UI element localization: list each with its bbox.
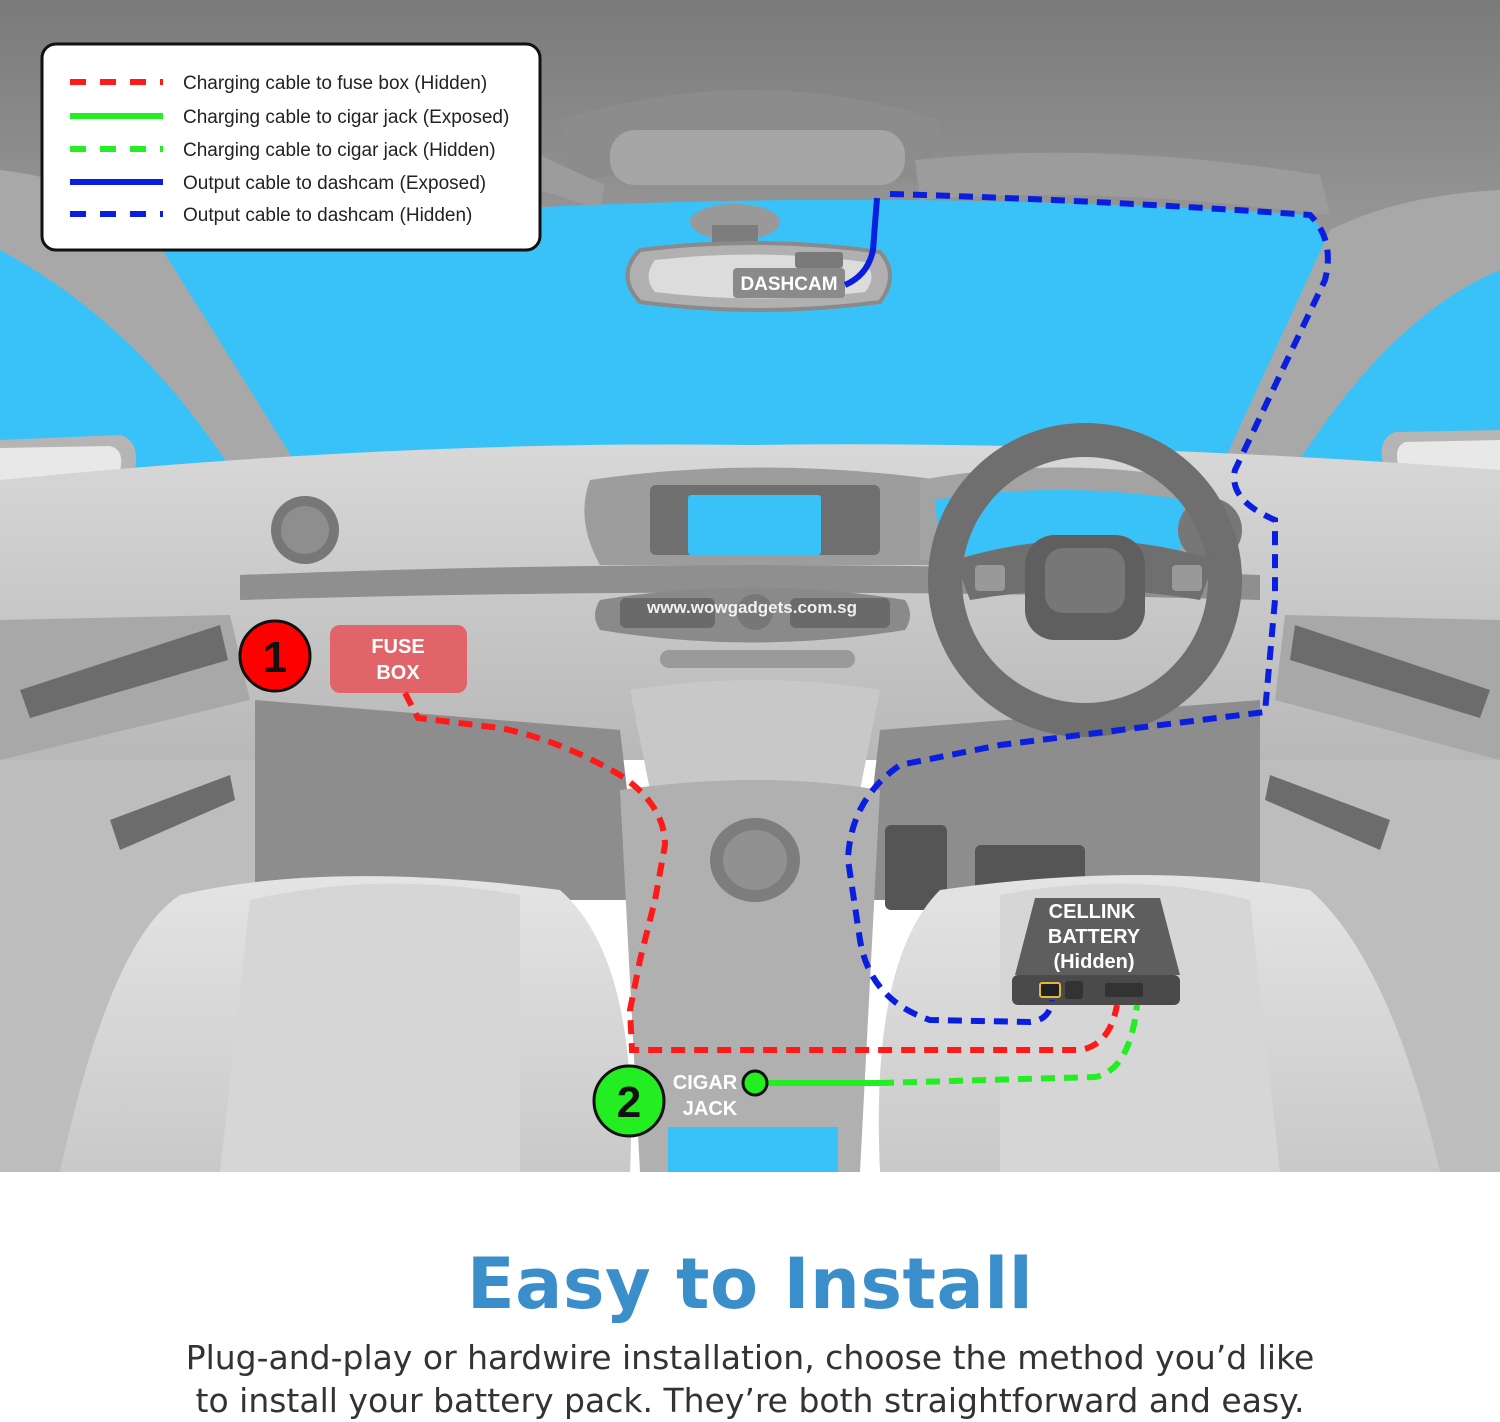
center-console-upper — [630, 680, 880, 790]
cigar-jack-label-line1: CIGAR — [673, 1072, 738, 1094]
center-vent-left — [620, 598, 715, 628]
cable-dashcam-exposed — [843, 197, 880, 288]
right-side-window — [1290, 250, 1500, 470]
left-seat-center — [220, 883, 520, 1172]
right-door-vent — [1290, 625, 1490, 718]
dashcam-device — [733, 268, 845, 298]
sun-visor-right — [915, 152, 1330, 215]
battery-label-line2: BATTERY — [1048, 926, 1141, 948]
left-door-vent — [20, 625, 228, 718]
battery-label-line1: CELLINK — [1049, 901, 1136, 923]
center-console — [620, 780, 880, 1172]
footer: Easy to Install Plug-and-play or hardwir… — [0, 1172, 1500, 1422]
airbag-cover — [1045, 548, 1125, 613]
page-description: Plug-and-play or hardwire installation, … — [100, 1336, 1400, 1422]
fuse-box-label-line1: FUSE — [371, 636, 424, 658]
fuse-box — [330, 625, 467, 693]
windshield — [129, 199, 1328, 480]
legend-label-5: Output cable to dashcam (Hidden) — [183, 205, 472, 226]
car-installation-diagram: DASHCAM www.wowgadgets.com.sg — [0, 0, 1500, 1172]
center-vent-right — [790, 598, 890, 628]
legend-label-4: Output cable to dashcam (Exposed) — [183, 173, 486, 194]
left-footwell — [255, 700, 640, 900]
cable-fuse-box-hidden — [402, 691, 1120, 1053]
cable-cigar-jack-hidden — [879, 1004, 1140, 1086]
right-door-handle — [1265, 775, 1390, 850]
cigar-jack-step-badge — [592, 1064, 666, 1138]
cigar-jack-socket — [741, 1069, 769, 1097]
wheel-button-left — [975, 565, 1005, 591]
legend: Charging cable to fuse box (Hidden) Charg… — [40, 42, 542, 252]
legend-label-1: Charging cable to fuse box (Hidden) — [183, 73, 487, 94]
gear-knob — [723, 830, 787, 890]
description-line-1: Plug-and-play or hardwire installation, … — [185, 1338, 1315, 1377]
watermark: www.wowgadgets.com.sg — [646, 598, 857, 617]
hazard-button — [737, 594, 773, 630]
legend-label-2: Charging cable to cigar jack (Exposed) — [183, 107, 509, 128]
brake-pedal — [885, 825, 947, 910]
page-title: Easy to Install — [466, 1243, 1034, 1325]
dashcam-label: DASHCAM — [740, 274, 837, 295]
right-a-pillar — [1220, 190, 1500, 500]
fuse-box-step-number: 1 — [263, 633, 287, 682]
description-line-2: to install your battery pack. They’re bo… — [195, 1381, 1305, 1420]
left-a-pillar — [0, 170, 300, 500]
left-round-vent-inner — [281, 506, 329, 554]
cable-dashcam-hidden — [844, 191, 1331, 1026]
sun-visor-center — [610, 130, 905, 185]
legend-box — [40, 42, 542, 252]
cigar-jack-step-number: 2 — [617, 1078, 641, 1127]
battery-button — [1065, 981, 1083, 999]
cigar-jack-label-line2: JACK — [683, 1098, 738, 1120]
battery-label-line3: (Hidden) — [1053, 951, 1134, 973]
center-display-screen — [688, 495, 821, 555]
cellink-battery — [1015, 898, 1180, 975]
console-storage-tray — [668, 1127, 838, 1172]
fuse-box-step-badge — [238, 619, 312, 693]
car-interior-illustration: DASHCAM www.wowgadgets.com.sg — [0, 0, 1500, 1172]
fuse-box-label-line2: BOX — [376, 662, 420, 684]
battery-port-panel — [1012, 975, 1180, 1005]
wheel-button-right — [1172, 565, 1202, 591]
battery-output-port — [1039, 982, 1061, 998]
left-door-handle — [110, 775, 235, 850]
control-strip — [660, 650, 855, 668]
dashcam-mount — [795, 252, 843, 268]
battery-input-port — [1105, 983, 1143, 997]
legend-label-3: Charging cable to cigar jack (Hidden) — [183, 140, 496, 161]
steering-wheel-rim — [928, 423, 1242, 737]
